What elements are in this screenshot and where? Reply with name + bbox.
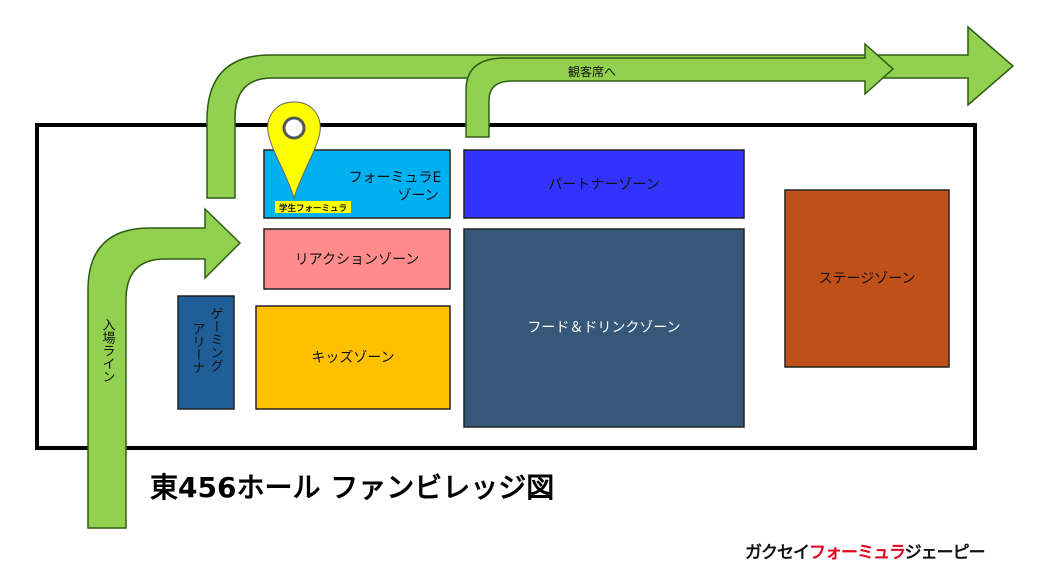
brand-logo: ガクセイフォーミュラジェーピー <box>745 538 986 563</box>
logo-part-3: ジェーピー <box>904 543 986 563</box>
zone-kids-label: キッズゾーン <box>311 350 394 366</box>
seating-arrow-inner <box>465 42 895 138</box>
zone-stage-label: ステージゾーン <box>818 271 915 287</box>
zone-food-drink-label: フード＆ドリンクゾーン <box>527 320 680 336</box>
zone-formula-e-label-1: フォーミュラE <box>349 170 442 186</box>
zone-gaming-arena-label-2: アリーナ <box>190 322 205 374</box>
logo-part-1: ガクセイ <box>745 543 810 563</box>
zone-gaming-arena-label-1: ゲーミング <box>208 307 224 372</box>
entrance-arrow <box>87 207 242 529</box>
zone-food-drink[interactable] <box>463 228 745 428</box>
zone-partner-label: パートナーゾーン <box>548 177 659 193</box>
location-pin-icon[interactable] <box>267 101 321 200</box>
map-title: 東456ホール ファンビレッジ図 <box>150 471 555 504</box>
seating-arrow-label: 観客席へ <box>568 64 616 79</box>
zone-reaction-label: リアクションゾーン <box>295 252 420 268</box>
zone-partner[interactable] <box>463 149 745 219</box>
entrance-arrow-label: 入場ライン <box>100 318 116 383</box>
zone-gaming-arena[interactable] <box>177 295 235 410</box>
pin-label-bg <box>275 201 351 213</box>
logo-part-2: フォーミュラ <box>809 543 906 563</box>
zone-formula-e-label-2: ゾーン <box>397 188 438 204</box>
zone-kids[interactable] <box>255 305 451 410</box>
pin-label: 学生フォーミュラ <box>279 203 347 214</box>
zone-reaction[interactable] <box>263 228 451 290</box>
zone-stage[interactable] <box>784 189 950 368</box>
